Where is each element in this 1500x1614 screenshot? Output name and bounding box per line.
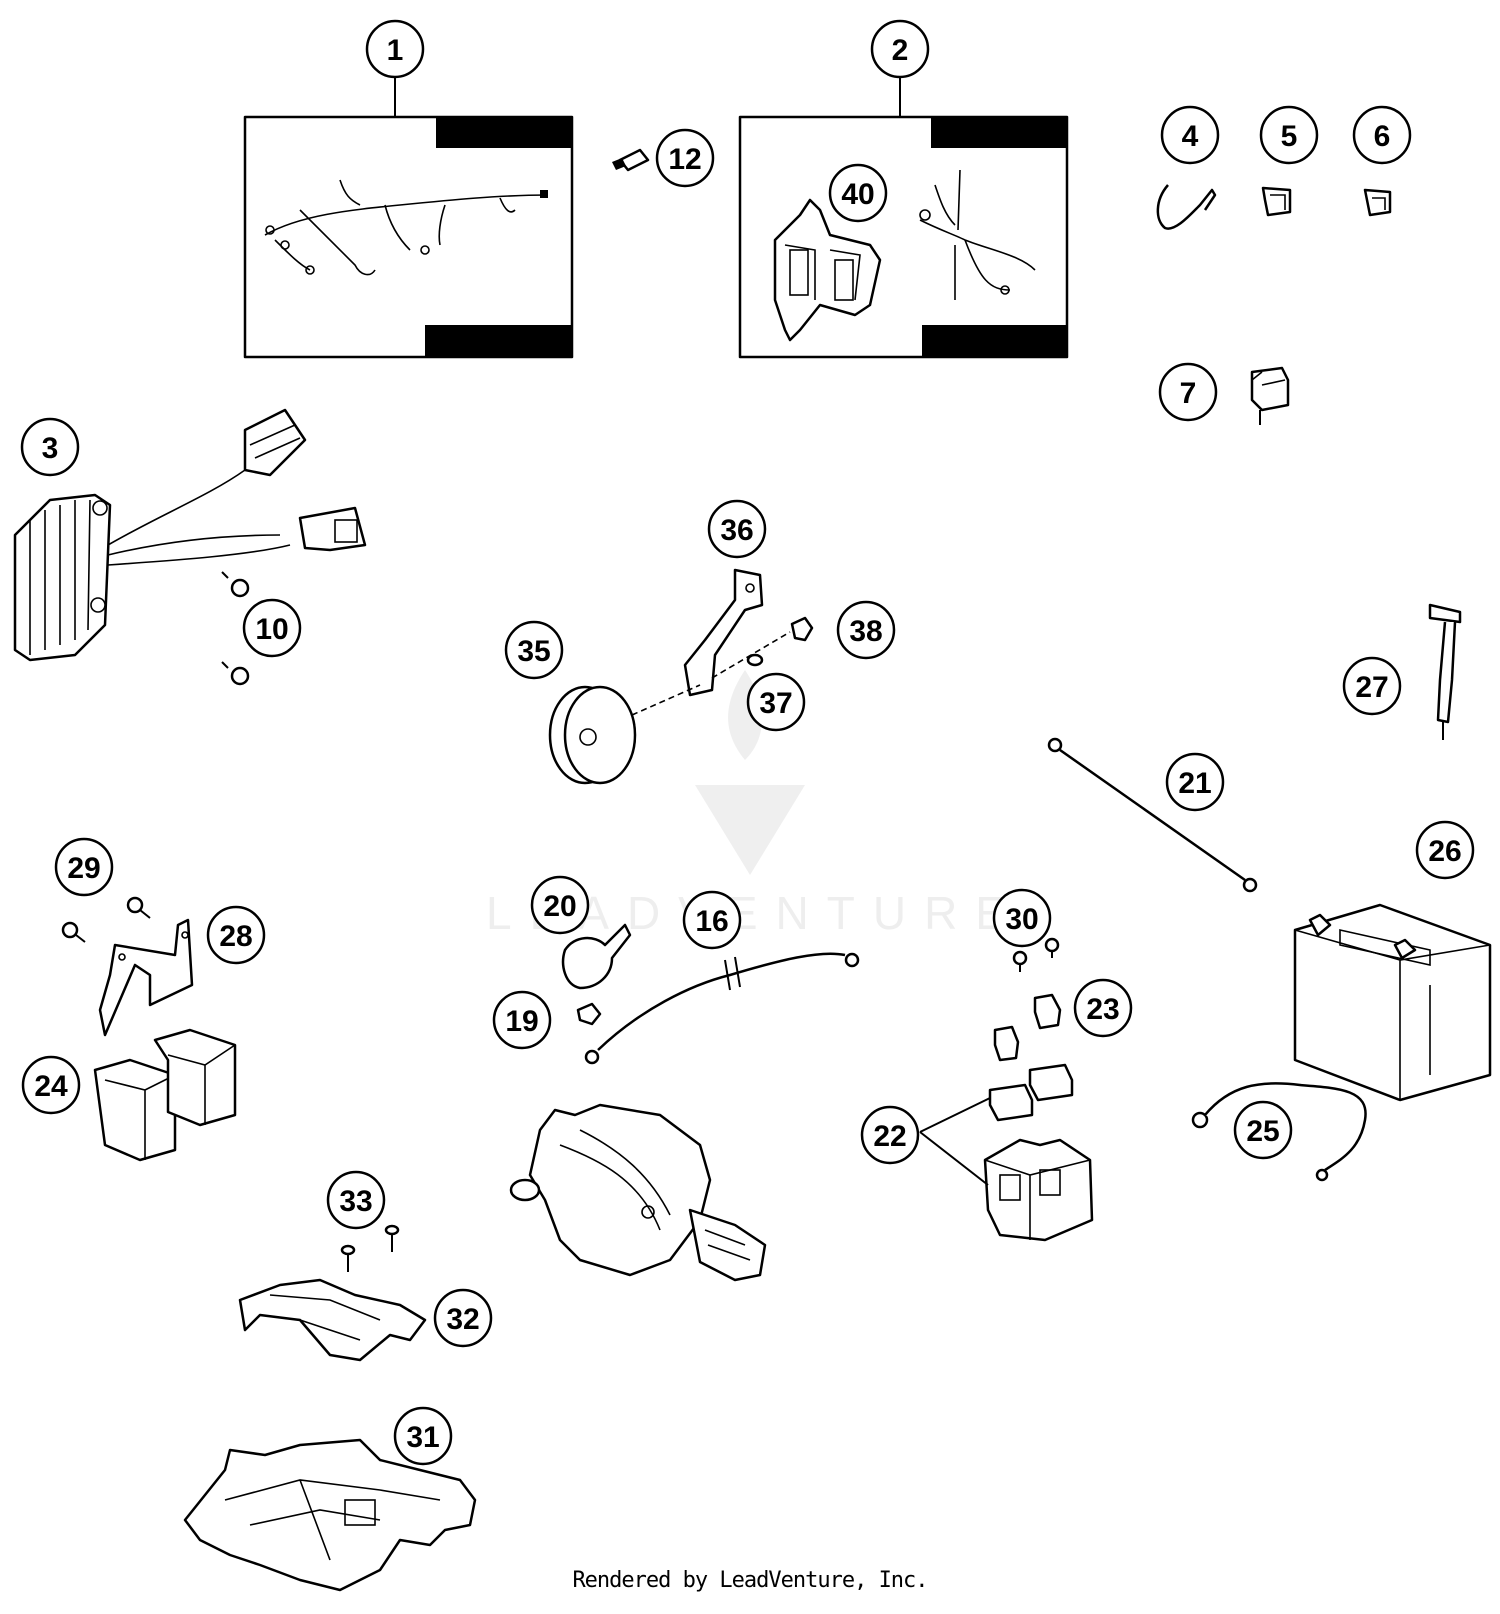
svg-text:7: 7 <box>1180 377 1197 410</box>
svg-text:38: 38 <box>849 615 882 648</box>
svg-text:5: 5 <box>1281 120 1298 153</box>
part-26-battery[interactable] <box>1293 903 1492 1102</box>
svg-text:24: 24 <box>34 1070 68 1103</box>
svg-text:36: 36 <box>720 514 753 547</box>
svg-text:19: 19 <box>505 1005 538 1038</box>
callout-5: 5 <box>1259 105 1319 165</box>
callout-4: 4 <box>1160 105 1220 165</box>
part-24-relay[interactable] <box>93 1028 237 1162</box>
svg-text:33: 33 <box>339 1185 372 1218</box>
part-36-horn-bracket[interactable] <box>683 568 764 697</box>
svg-text:40: 40 <box>841 178 874 211</box>
part-3-voltage-regulator[interactable] <box>13 408 367 662</box>
svg-text:6: 6 <box>1374 120 1391 153</box>
svg-text:32: 32 <box>446 1303 479 1336</box>
part-19-nut[interactable] <box>576 1002 602 1026</box>
callout-23: 23 <box>1073 978 1133 1038</box>
callout-29: 29 <box>54 837 114 897</box>
callout-37: 37 <box>746 672 806 732</box>
footer-credit: Rendered by LeadVenture, Inc. <box>572 1568 928 1593</box>
part-4-cable-tie[interactable] <box>1156 184 1217 230</box>
callout-20: 20 <box>530 875 590 935</box>
part-38-nut[interactable] <box>790 616 814 642</box>
callout-33: 33 <box>326 1170 386 1230</box>
part-32-cover[interactable] <box>238 1278 427 1362</box>
callout-7: 7 <box>1158 362 1218 422</box>
part-33-screw[interactable] <box>340 1224 400 1272</box>
svg-text:27: 27 <box>1355 671 1388 704</box>
part-40-bracket-assembly[interactable] <box>773 169 1036 342</box>
callout-24: 24 <box>21 1055 81 1115</box>
svg-text:1: 1 <box>387 34 404 67</box>
part-23-fuse[interactable] <box>993 993 1062 1062</box>
svg-text:10: 10 <box>255 613 288 646</box>
svg-text:31: 31 <box>406 1421 439 1454</box>
svg-text:20: 20 <box>543 890 576 923</box>
callout-26: 26 <box>1415 820 1475 880</box>
part-29-screw[interactable] <box>61 896 151 943</box>
svg-text:3: 3 <box>42 432 59 465</box>
part-28-bracket-plate[interactable] <box>98 918 194 1037</box>
svg-text:26: 26 <box>1428 835 1461 868</box>
callout-31: 31 <box>393 1406 453 1466</box>
callout-21: 21 <box>1165 752 1225 812</box>
callout-2: 2 <box>870 19 930 79</box>
svg-text:30: 30 <box>1005 903 1038 936</box>
part-37-washer[interactable] <box>746 653 764 667</box>
callout-25: 25 <box>1233 1100 1293 1160</box>
svg-text:35: 35 <box>517 635 550 668</box>
svg-text:37: 37 <box>759 687 792 720</box>
part-30-screw[interactable] <box>1012 937 1060 972</box>
callout-22: 22 <box>860 1105 920 1165</box>
part-5-clamp[interactable] <box>1261 186 1292 217</box>
part-20-terminal-cap[interactable] <box>561 923 632 990</box>
part-22-starter-relay[interactable] <box>919 1063 1094 1242</box>
part-6-clip[interactable] <box>1363 188 1392 217</box>
svg-text:16: 16 <box>695 905 728 938</box>
svg-text:23: 23 <box>1086 993 1119 1026</box>
part-21-ground-cable[interactable] <box>1047 737 1258 893</box>
callout-32: 32 <box>433 1288 493 1348</box>
callout-30: 30 <box>992 888 1052 948</box>
callout-12: 12 <box>655 128 715 188</box>
svg-text:29: 29 <box>67 852 100 885</box>
part-12-bulb[interactable] <box>612 148 650 172</box>
callout-1: 1 <box>365 19 425 79</box>
callout-35: 35 <box>504 620 564 680</box>
part-27-fuse-puller[interactable] <box>1428 603 1462 740</box>
svg-text:25: 25 <box>1246 1115 1279 1148</box>
callout-36: 36 <box>707 499 767 559</box>
starter-motor[interactable] <box>509 1103 767 1282</box>
part-7-relay[interactable] <box>1250 366 1290 425</box>
part-10-screw[interactable] <box>221 571 250 686</box>
callout-27: 27 <box>1342 656 1402 716</box>
part-35-horn[interactable] <box>548 684 701 785</box>
svg-text:4: 4 <box>1182 120 1199 153</box>
callout-6: 6 <box>1352 105 1412 165</box>
callout-19: 19 <box>492 990 552 1050</box>
svg-text:2: 2 <box>892 34 909 67</box>
part-16-starter-cable[interactable] <box>584 952 860 1065</box>
callout-28: 28 <box>206 905 266 965</box>
callout-38: 38 <box>836 600 896 660</box>
svg-text:12: 12 <box>668 143 701 176</box>
part-31-battery-tray[interactable] <box>183 1438 477 1592</box>
svg-text:28: 28 <box>219 920 252 953</box>
part-1-wiring-harness[interactable] <box>243 115 574 359</box>
svg-text:22: 22 <box>873 1120 906 1153</box>
svg-text:21: 21 <box>1178 767 1211 800</box>
callout-16: 16 <box>682 890 742 950</box>
callout-3: 3 <box>20 417 80 477</box>
callout-40: 40 <box>828 163 888 223</box>
callout-10: 10 <box>242 598 302 658</box>
